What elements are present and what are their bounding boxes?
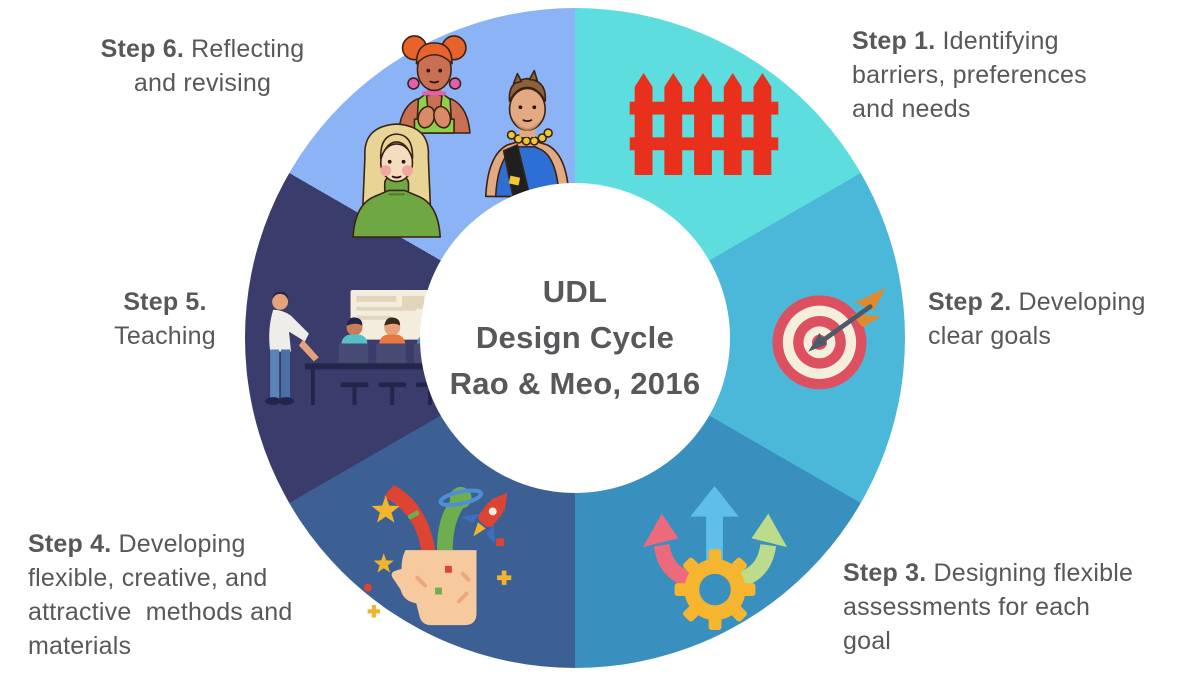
- step-2-number: Step 2.: [928, 288, 1012, 316]
- person-blue-tank: [484, 69, 570, 200]
- step-1-label: Step 1. Identifying barriers, preference…: [852, 24, 1182, 126]
- center-hub: UDL Design Cycle Rao & Meo, 2016: [420, 183, 730, 493]
- picket-fence-icon: [629, 72, 779, 175]
- step-1-text: Identifying barriers, preferences and ne…: [852, 27, 1087, 123]
- step-5-text: Teaching: [114, 322, 216, 350]
- step-4-number: Step 4.: [28, 530, 112, 558]
- step-4-text: Developing flexible, creative, and attra…: [28, 530, 293, 660]
- step-4-label: Step 4. Developing flexible, creative, a…: [28, 527, 373, 663]
- step-6-number: Step 6.: [100, 35, 185, 63]
- step-3-text: Designing flexible assessments for each …: [843, 559, 1134, 655]
- title-line-3: Rao & Meo, 2016: [449, 366, 701, 401]
- teacher: [265, 291, 319, 406]
- creative-open-head-icon: [364, 484, 512, 626]
- diagram-title: UDL Design Cycle Rao & Meo, 2016: [450, 269, 701, 407]
- step-5-label: Step 5. Teaching: [85, 285, 245, 353]
- cycle-wheel: UDL Design Cycle Rao & Meo, 2016: [245, 8, 905, 668]
- title-line-2: Design Cycle: [475, 320, 675, 355]
- person-orange-hair: [397, 35, 471, 134]
- target-with-arrow-icon: [772, 287, 886, 390]
- step-3-label: Step 3. Designing flexible assessments f…: [843, 556, 1200, 658]
- step-2-text: Developing clear goals: [928, 288, 1146, 350]
- diverse-people-illustration: [352, 35, 570, 238]
- step-3-number: Step 3.: [843, 559, 927, 587]
- step-1-number: Step 1.: [852, 27, 936, 55]
- step-6-text: Reflecting and revising: [133, 35, 305, 97]
- person-blonde: [352, 123, 441, 238]
- step-2-label: Step 2. Developing clear goals: [928, 285, 1198, 353]
- title-line-1: UDL: [542, 274, 608, 309]
- step-6-label: Step 6. Reflecting and revising: [80, 32, 325, 100]
- gear-with-arrows-icon: [642, 486, 788, 631]
- step-5-number: Step 5.: [123, 288, 207, 316]
